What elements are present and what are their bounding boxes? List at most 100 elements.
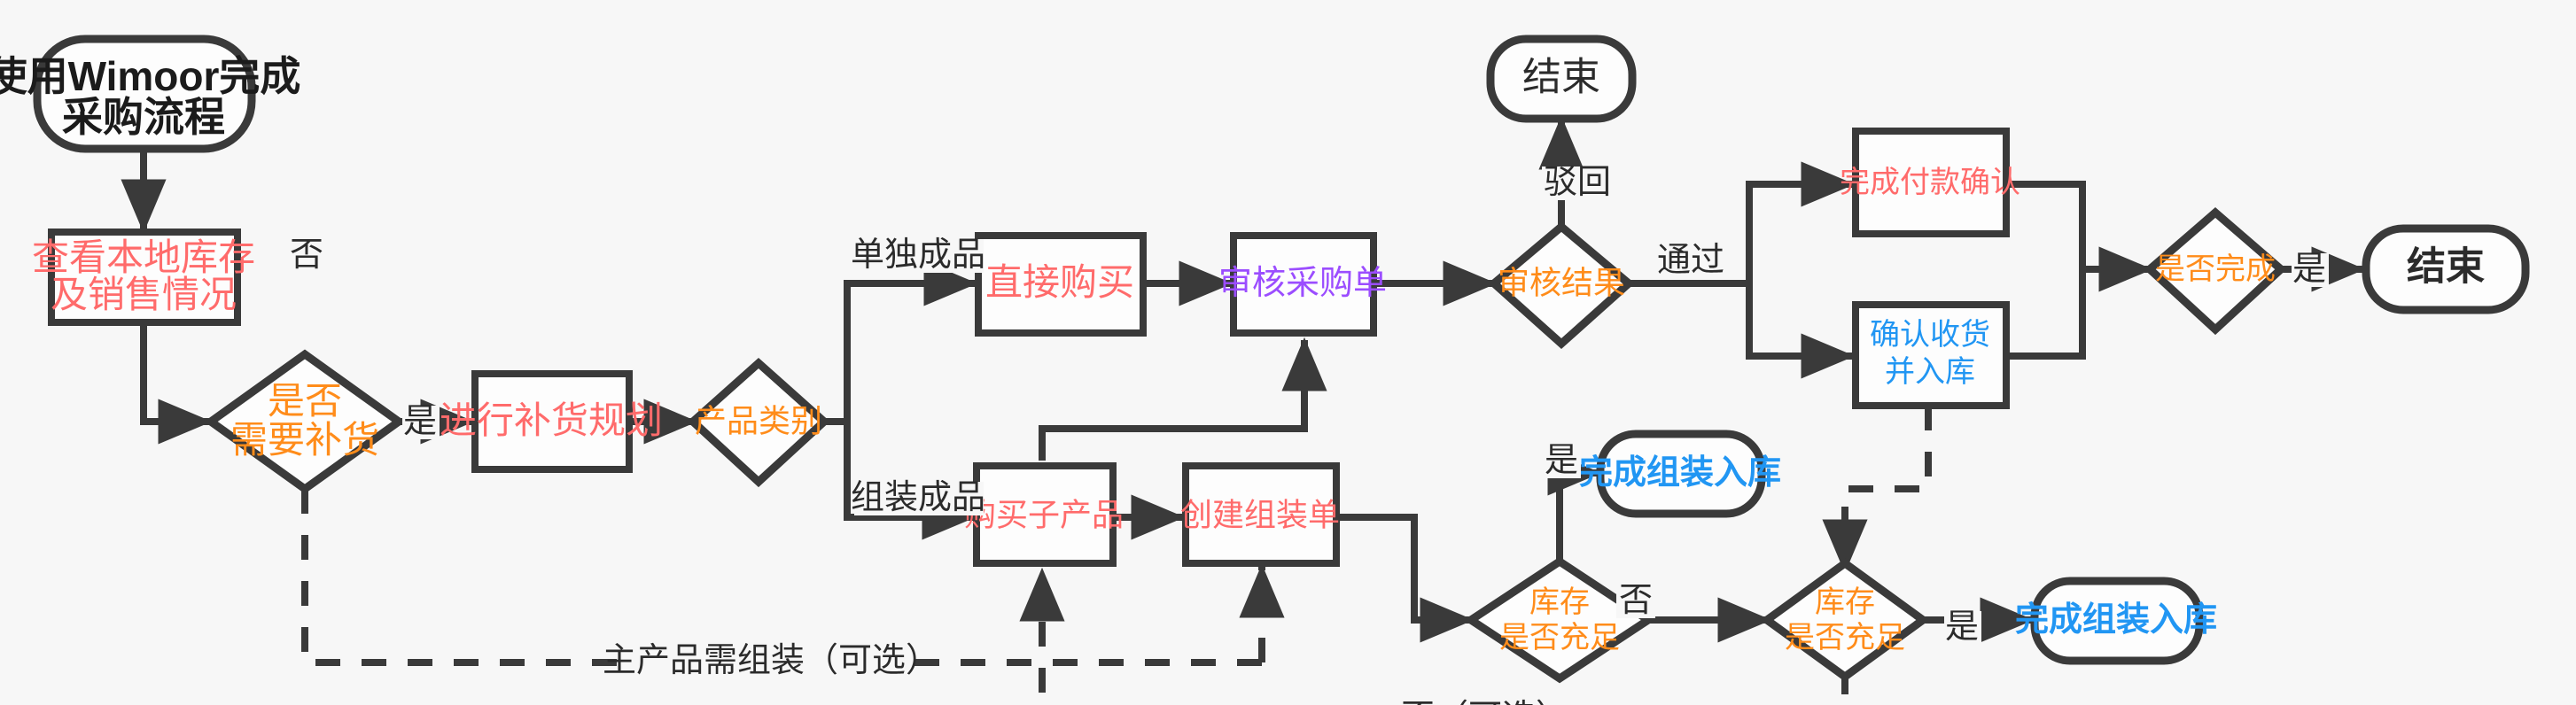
node-need-restock[interactable]: 是否 需要补货 [204, 349, 406, 494]
edge-label-no-restock: 否 [290, 236, 323, 274]
edge-type-assembled [824, 418, 977, 540]
node-restock-plan[interactable]: 进行补货规划 [440, 370, 663, 473]
edge-receive-to-merge [2004, 269, 2086, 360]
node-create-assembly-label: 创建组装单 [1180, 497, 1340, 533]
node-need-restock-label-line2: 需要补货 [230, 419, 379, 461]
label-bg-assembled-product [854, 482, 984, 515]
node-check-stock-label-line2: 及销售情况 [51, 274, 237, 315]
node-restock-plan-shape [471, 370, 633, 473]
node-stock-enough-2-label-line1: 库存 [1815, 585, 1875, 619]
node-receive-stock-shape [1852, 301, 2010, 409]
node-restock-plan-label: 进行补货规划 [440, 399, 663, 441]
node-assembly-done-1-label: 完成组装入库 [1579, 453, 1781, 492]
label-bg-passed [1654, 244, 1728, 278]
node-product-type-shape [687, 357, 830, 488]
label-bg-yes-restock [402, 406, 440, 439]
node-start-shape [33, 35, 256, 153]
node-start-label-line2: 采购流程 [62, 94, 225, 140]
edge-result-pass-top [1629, 161, 1856, 287]
node-review-result-label: 审核结果 [1498, 265, 1625, 301]
node-check-stock[interactable]: 查看本地库存 及销售情况 [32, 229, 255, 326]
node-review-po-label: 审核采购单 [1218, 265, 1387, 302]
node-receive-stock[interactable]: 确认收货 并入库 [1852, 301, 2010, 409]
edge-label-complete-yes: 是 [2292, 251, 2326, 288]
edge-assembly-to-stock1 [1338, 514, 1475, 643]
node-receive-stock-label-line1: 确认收货 [1870, 318, 1990, 352]
edge-type-single [824, 260, 978, 425]
node-create-assembly-shape [1182, 462, 1340, 567]
edge-payment-to-complete [2004, 181, 2153, 292]
node-stock-enough-2-label-line2: 是否充足 [1785, 621, 1905, 655]
node-receive-stock-label-line2: 并入库 [1885, 355, 1975, 389]
label-bg-main-assembly [636, 645, 906, 680]
node-payment-done-shape [1852, 128, 2010, 237]
node-payment-done[interactable]: 完成付款确认 [1840, 128, 2020, 237]
edge-no-optional-dashed [1019, 567, 1848, 705]
edge-label-yes-restock: 是 [403, 403, 437, 440]
edge-label-stock1-yes: 是 [1545, 442, 1578, 479]
node-assembly-done-2-shape [2030, 577, 2204, 665]
node-is-complete[interactable]: 是否完成 [2144, 207, 2287, 336]
node-check-stock-label-line1: 查看本地库存 [32, 236, 255, 278]
node-assembly-done-1-shape [1596, 430, 1766, 518]
node-start-label-line1: 使用Wimoor完成 [0, 53, 300, 99]
node-direct-buy-shape [975, 232, 1147, 337]
node-end-top-shape [1486, 35, 1637, 123]
edge-label-stock2-yes: 是 [1945, 608, 1979, 646]
node-end-right-shape [2362, 224, 2530, 314]
edge-main-assembly-dashed-left [301, 489, 1262, 666]
node-check-stock-shape [48, 229, 241, 326]
node-assembly-done-2-label: 完成组装入库 [2015, 600, 2217, 639]
label-bg-no-optional [1418, 701, 1553, 705]
node-assembly-done-1[interactable]: 完成组装入库 [1579, 430, 1781, 518]
node-stock-enough-1[interactable]: 库存 是否充足 [1463, 556, 1656, 684]
node-review-po[interactable]: 审核采购单 [1218, 232, 1387, 337]
edge-check-to-restock [140, 322, 213, 445]
node-review-result-shape [1488, 221, 1635, 350]
label-bg-no-restock [287, 239, 326, 273]
node-need-restock-shape [204, 349, 406, 494]
edge-labels-group: 否 是 单独成品 组装成品 驳回 通过 是 是 否 是 主产品需组装（可选） 否… [287, 164, 2329, 705]
label-bg-complete-yes [2292, 253, 2329, 287]
node-product-type-label: 产品类别 [695, 403, 822, 439]
edge-label-rejected: 驳回 [1544, 164, 1611, 201]
node-end-right-label: 结束 [2407, 245, 2485, 289]
node-is-complete-shape [2144, 207, 2287, 336]
edges-group [121, 115, 2366, 705]
node-stock-enough-2-shape [1760, 558, 1930, 682]
edge-label-stock1-no: 否 [1619, 582, 1653, 619]
node-end-right[interactable]: 结束 [2362, 224, 2530, 314]
node-buy-sub[interactable]: 购买子产品 [964, 462, 1124, 567]
node-assembly-done-2[interactable]: 完成组装入库 [2015, 577, 2217, 665]
label-bg-rejected [1542, 167, 1613, 200]
edge-label-passed: 通过 [1657, 242, 1724, 279]
node-stock-enough-2[interactable]: 库存 是否充足 [1760, 558, 1930, 682]
node-review-result[interactable]: 审核结果 [1488, 221, 1635, 350]
node-buy-sub-shape [973, 462, 1117, 567]
label-bg-single-product [854, 239, 984, 273]
node-direct-buy[interactable]: 直接购买 [975, 232, 1147, 337]
edge-label-assembled-product: 组装成品 [851, 479, 985, 516]
node-stock-enough-1-label-line1: 库存 [1529, 585, 1590, 619]
edge-label-no-optional: 否（可选） [1401, 699, 1569, 705]
node-payment-done-label: 完成付款确认 [1840, 166, 2020, 199]
edge-label-main-assembly: 主产品需组装（可选） [603, 642, 939, 679]
node-create-assembly[interactable]: 创建组装单 [1180, 462, 1340, 567]
node-start[interactable]: 使用Wimoor完成 采购流程 [0, 35, 300, 153]
edge-assembly-to-review [1039, 337, 1327, 461]
node-review-po-shape [1230, 232, 1377, 337]
node-buy-sub-label: 购买子产品 [964, 497, 1124, 533]
node-is-complete-label: 是否完成 [2155, 252, 2276, 286]
node-end-top-label: 结束 [1522, 56, 1600, 99]
label-bg-stock1-no [1616, 585, 1655, 618]
edge-label-single-product: 单独成品 [851, 236, 985, 274]
node-direct-buy-label: 直接购买 [985, 261, 1134, 303]
node-need-restock-label-line1: 是否 [268, 380, 342, 422]
label-bg-stock1-yes [1544, 445, 1581, 478]
node-stock-enough-1-label-line2: 是否充足 [1499, 621, 1620, 655]
edge-receive-to-stock2-dashed [1822, 406, 1932, 574]
node-end-top[interactable]: 结束 [1486, 35, 1637, 123]
node-product-type[interactable]: 产品类别 [687, 357, 830, 488]
